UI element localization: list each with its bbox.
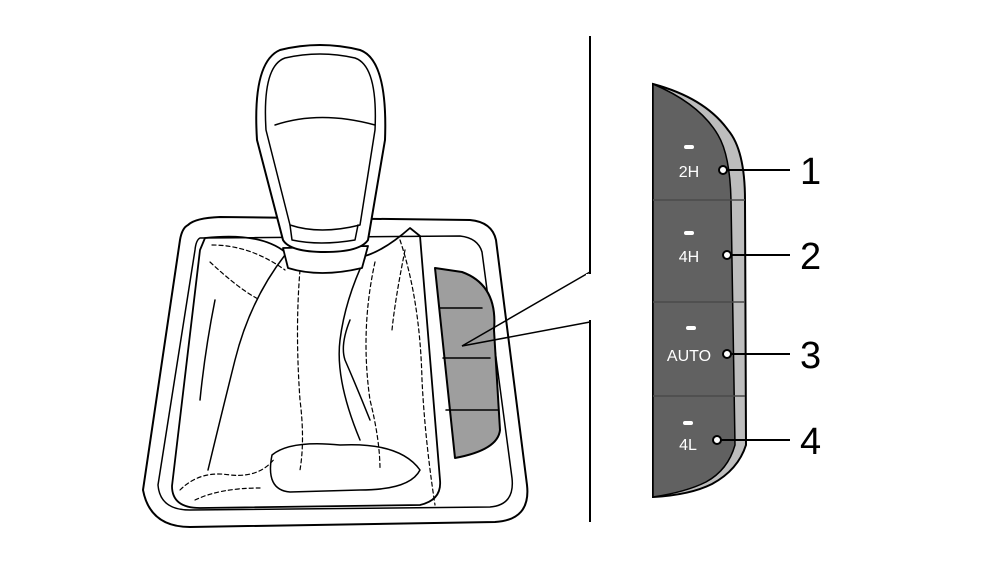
- callout-dot-1: [718, 165, 728, 175]
- callout-number-2: 2: [800, 236, 821, 278]
- zoom-wedge: [461, 271, 591, 347]
- boot-stitching: [179, 239, 436, 506]
- console-bezel-inner: [157, 235, 514, 511]
- shift-knob-neck: [289, 224, 359, 244]
- mode-button-4l[interactable]: 4L: [679, 421, 697, 454]
- shift-knob-collar: [282, 245, 369, 274]
- callout-number-4: 4: [800, 421, 821, 463]
- boot-fold-outer-left: [199, 299, 216, 401]
- panel-face: [652, 82, 736, 498]
- callout-dot-3: [722, 349, 732, 359]
- small-switch-dividers: [439, 307, 499, 411]
- shift-knob: [255, 44, 387, 253]
- callout-dot-2: [722, 250, 732, 260]
- label-2h: 2H: [679, 164, 699, 181]
- callout-number-3: 3: [800, 335, 821, 377]
- label-4h: 4H: [679, 249, 699, 266]
- shift-knob-inner: [264, 53, 377, 231]
- boot-fold-left: [207, 254, 286, 471]
- shifter-console-illustration: [142, 44, 529, 528]
- callout-dot-4: [712, 435, 722, 445]
- callout-leaders: [712, 165, 790, 445]
- mode-button-4h[interactable]: 4H: [679, 231, 699, 266]
- small-switch-panel: [434, 267, 501, 459]
- boot-fold-lower: [269, 443, 421, 493]
- indicator-light-auto: [686, 326, 696, 330]
- indicator-light-4l: [683, 421, 693, 425]
- shift-knob-highlight: [274, 116, 376, 126]
- mode-button-2h[interactable]: 2H: [679, 145, 699, 181]
- label-auto: AUTO: [667, 348, 711, 365]
- console-bezel-outer: [142, 216, 529, 528]
- mode-button-auto[interactable]: AUTO: [667, 326, 711, 365]
- indicator-light-4h: [684, 231, 694, 235]
- boot-fold-right: [338, 257, 366, 441]
- label-4l: 4L: [679, 437, 697, 454]
- drive-mode-panel: 2H 4H AUTO 4L: [652, 82, 748, 499]
- shift-boot: [171, 227, 442, 509]
- boot-fold-wedge: [342, 319, 371, 421]
- callout-number-1: 1: [800, 151, 821, 193]
- panel-separators: [653, 199, 745, 397]
- indicator-light-2h: [684, 145, 694, 149]
- divider-gap: [586, 274, 594, 320]
